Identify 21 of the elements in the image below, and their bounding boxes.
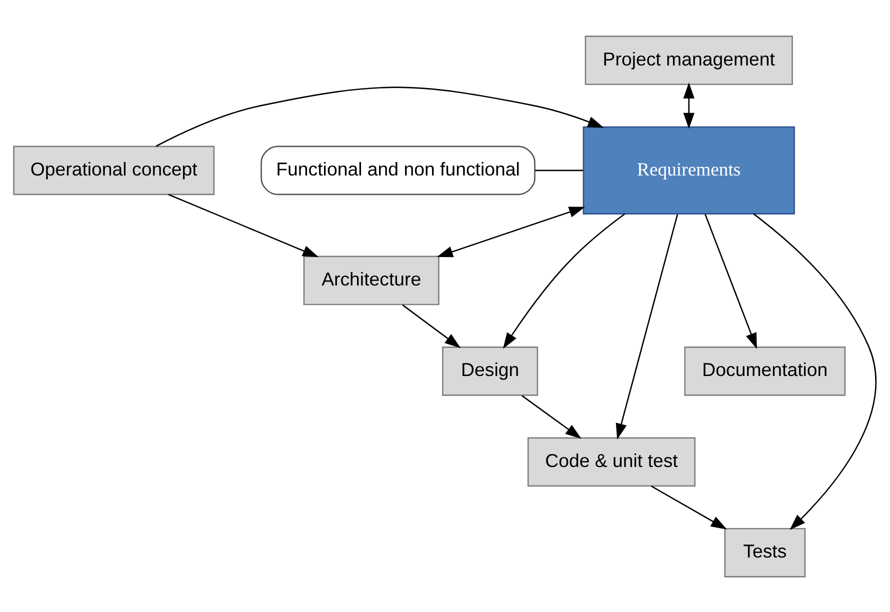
node-box: Documentation: [684, 346, 846, 396]
connector: [534, 169, 584, 171]
arrow: [436, 206, 586, 257]
node-box: Design: [442, 346, 538, 396]
node-box: Operational concept: [13, 145, 215, 195]
arrow: [616, 214, 678, 440]
arrow: [168, 193, 319, 257]
arrow: [704, 214, 757, 349]
node-box: Functional and non functional: [260, 145, 536, 195]
arrow: [683, 82, 694, 128]
arrow: [651, 485, 727, 530]
arrow: [503, 212, 626, 348]
node-box: Code & unit test: [527, 436, 696, 486]
node-box: Architecture: [303, 255, 440, 305]
node-box: Project management: [584, 35, 793, 85]
arrow: [522, 394, 582, 438]
arrow: [753, 212, 876, 530]
node-box: Requirements: [582, 126, 795, 214]
node-box: Tests: [724, 527, 806, 577]
arrow: [156, 86, 604, 146]
arrow: [402, 304, 461, 348]
